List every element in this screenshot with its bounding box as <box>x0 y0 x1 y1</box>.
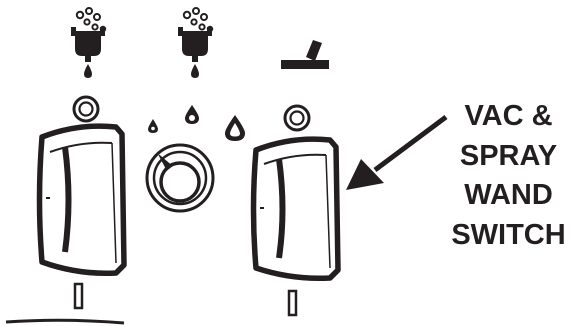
callout-line-4: SWITCH <box>451 216 565 256</box>
floor-tool-icon <box>281 40 329 69</box>
dispenser-drip-icon-middle <box>178 8 212 78</box>
medium-drop-icon <box>185 105 199 124</box>
dispenser-drip-icon-left <box>71 8 105 78</box>
flow-control-knob[interactable] <box>147 145 213 211</box>
callout-line-3: WAND <box>464 176 553 216</box>
left-switch-slot <box>75 284 82 308</box>
callout-line-1: VAC & <box>464 97 552 137</box>
callout-label: VAC & SPRAY WAND SWITCH <box>436 97 581 255</box>
indicator-light-right <box>285 106 309 130</box>
callout-line-2: SPRAY <box>460 137 557 177</box>
small-drop-icon <box>148 119 158 133</box>
callout-arrow <box>346 117 446 190</box>
left-rocker-switch[interactable] <box>40 126 125 273</box>
panel-bottom-edge <box>6 320 124 323</box>
vac-spray-wand-rocker-switch[interactable] <box>254 139 339 278</box>
large-drop-icon <box>225 115 245 141</box>
indicator-light-left <box>74 97 98 121</box>
right-switch-slot <box>289 291 296 315</box>
